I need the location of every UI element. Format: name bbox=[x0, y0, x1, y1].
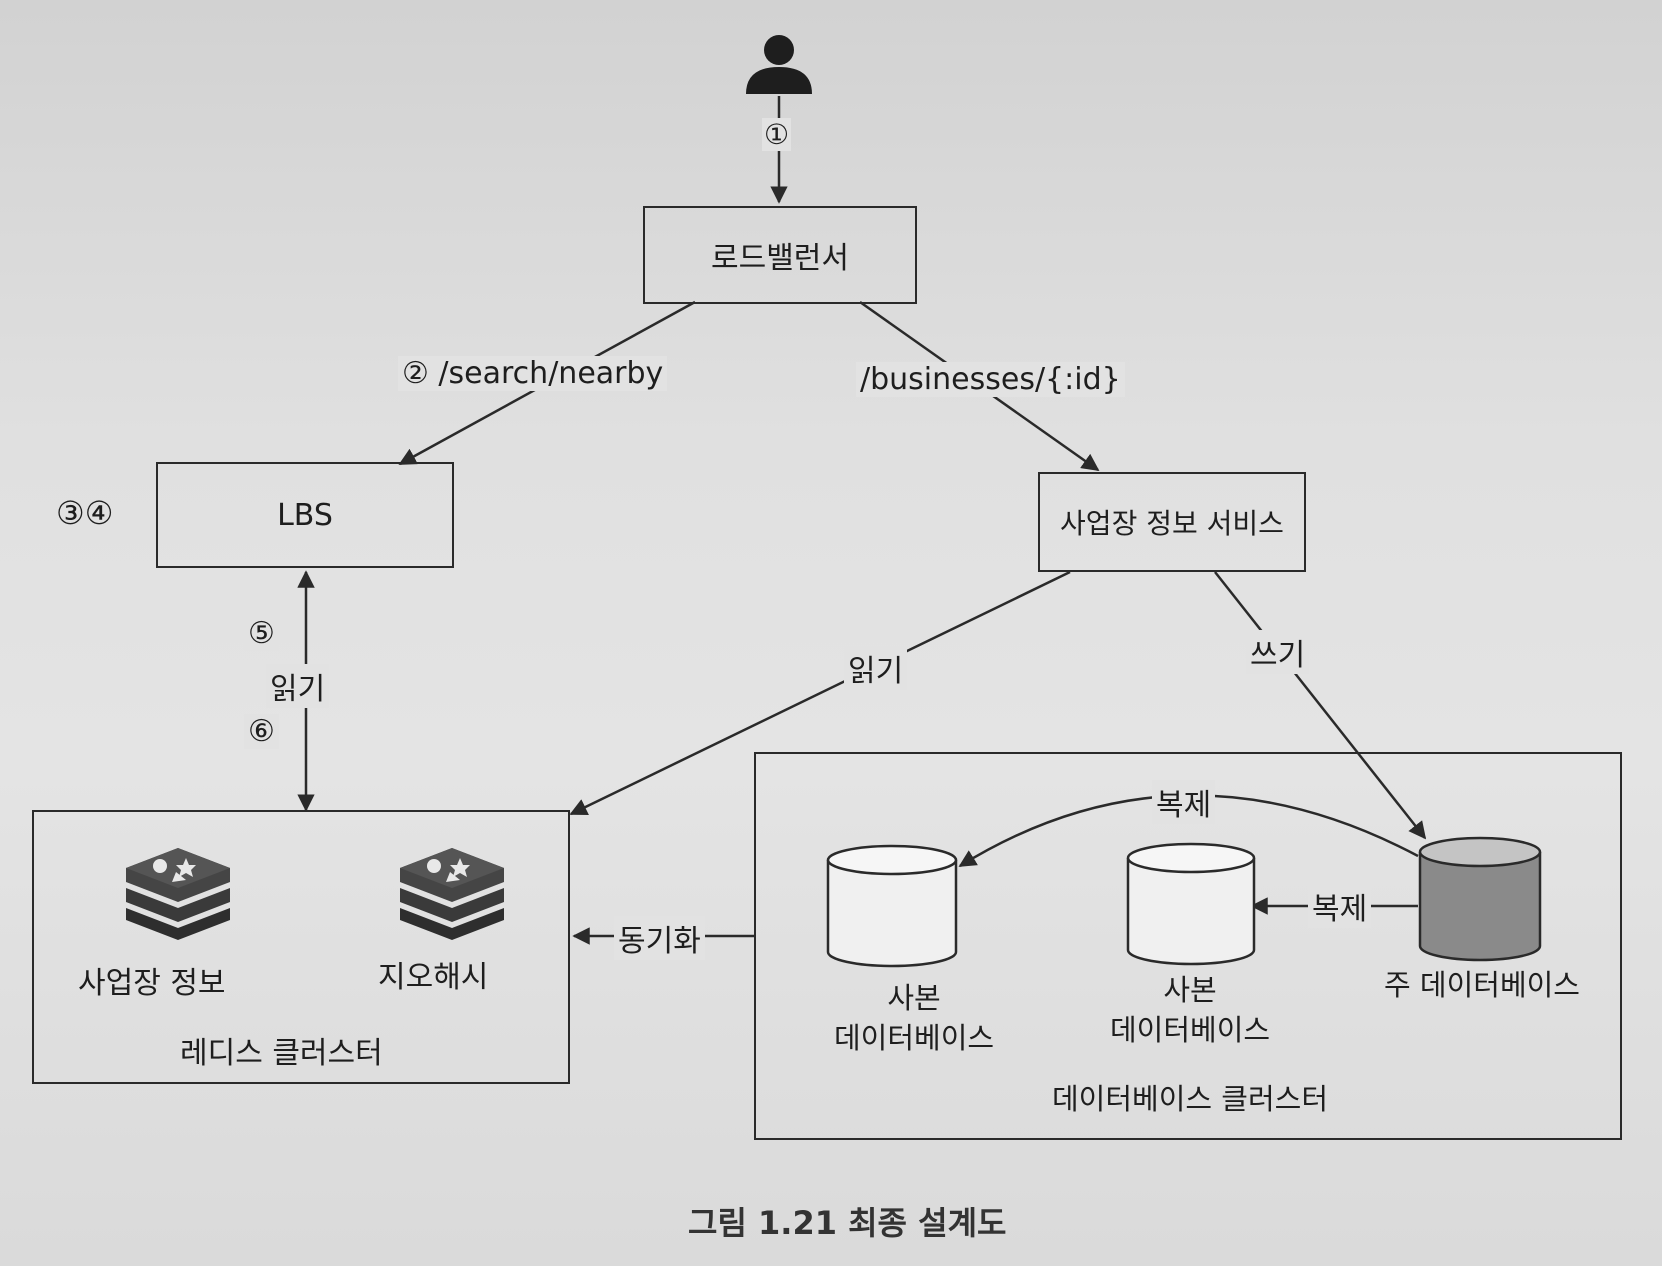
lbs-node: LBS bbox=[156, 462, 454, 568]
businesses-id-label: /businesses/{:id} bbox=[856, 362, 1125, 397]
lbs-label: LBS bbox=[277, 497, 333, 533]
search-nearby-label: ② /search/nearby bbox=[398, 356, 668, 391]
figure-caption: 그림 1.21 최종 설계도 bbox=[688, 1204, 1007, 1242]
edge-business-to-redis bbox=[569, 570, 1071, 816]
replica-db-2-line-2: 데이터베이스 bbox=[1110, 1013, 1271, 1047]
primary-db-cylinder bbox=[1418, 836, 1542, 962]
redis-cluster-label: 레디스 클러스터 bbox=[180, 1036, 383, 1071]
load-balancer-label: 로드밸런서 bbox=[711, 241, 849, 276]
replica-db-1-line-1: 사본 bbox=[887, 981, 941, 1015]
db-cluster-container bbox=[754, 752, 1622, 1140]
business-service-label: 사업장 정보 서비스 bbox=[1060, 507, 1284, 540]
step-6-label: ⑥ bbox=[244, 714, 279, 749]
replica-db-1-label: 사본 데이터베이스 bbox=[834, 978, 994, 1058]
replicate-2-label: 복제 bbox=[1308, 884, 1372, 928]
load-balancer-node: 로드밸런서 bbox=[643, 206, 917, 304]
redis-geohash-label: 지오해시 bbox=[378, 960, 489, 995]
redis-icon-geohash bbox=[400, 848, 504, 940]
replica-db-1-cylinder bbox=[826, 844, 958, 968]
db-cluster-label: 데이터베이스 클러스터 bbox=[1052, 1082, 1329, 1116]
redis-icon-business bbox=[126, 848, 230, 940]
read-service-label: 읽기 bbox=[844, 646, 908, 690]
edge-business-to-primary bbox=[1214, 571, 1427, 840]
sync-label: 동기화 bbox=[614, 916, 705, 960]
replica-db-1-line-2: 데이터베이스 bbox=[834, 1021, 995, 1055]
redis-business-info-label: 사업장 정보 bbox=[78, 966, 226, 1001]
replicate-1-label: 복제 bbox=[1152, 780, 1216, 824]
step-1-label: ① bbox=[762, 118, 792, 151]
redis-cluster-container bbox=[32, 810, 570, 1084]
write-service-label: 쓰기 bbox=[1246, 630, 1310, 674]
replica-db-2-line-1: 사본 bbox=[1163, 973, 1217, 1007]
user-icon bbox=[746, 35, 812, 94]
business-service-node: 사업장 정보 서비스 bbox=[1038, 472, 1306, 572]
replica-db-2-cylinder bbox=[1126, 842, 1256, 966]
read-lbs-label: 읽기 bbox=[266, 664, 330, 708]
replica-db-2-label: 사본 데이터베이스 bbox=[1110, 970, 1270, 1050]
primary-db-label: 주 데이터베이스 bbox=[1384, 968, 1580, 1002]
lbs-steps-label: ③④ bbox=[56, 494, 114, 532]
step-5-label: ⑤ bbox=[244, 616, 279, 651]
